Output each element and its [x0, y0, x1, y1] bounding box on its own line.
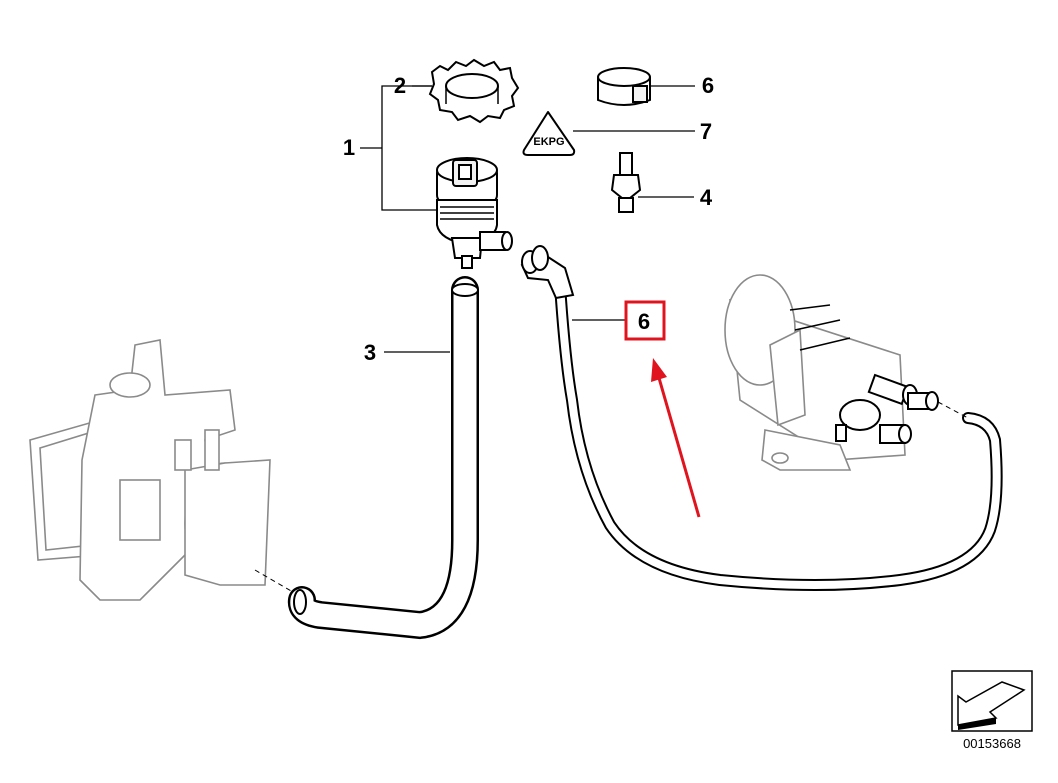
warning-label-part-7: EKPG	[522, 111, 576, 156]
callout-1: 1	[343, 135, 355, 160]
callout-7: 7	[700, 119, 712, 144]
throttle-body-illustration	[29, 339, 271, 601]
callout-2: 2	[394, 73, 406, 98]
gear-ring-part-2	[428, 58, 520, 124]
highlight-box	[624, 300, 666, 341]
valve-part-1	[436, 157, 513, 269]
callout-3: 3	[364, 340, 376, 365]
callout-4: 4	[700, 185, 713, 210]
image-number: 00153668	[963, 736, 1021, 751]
hose-part-3	[287, 276, 479, 640]
leader-lines	[360, 85, 695, 353]
canister-illustration	[724, 274, 939, 471]
callout-6-cap: 6	[702, 73, 714, 98]
cap-part-6	[597, 67, 651, 106]
callout-6-hose: 6	[638, 309, 650, 334]
triangle-mark-text: EKPG	[533, 136, 564, 148]
highlight-arrow	[651, 358, 701, 518]
hose-part-6	[520, 245, 1003, 591]
dashed-connector-right	[937, 401, 969, 419]
orientation-icon	[951, 670, 1033, 732]
clip-part-4	[610, 152, 642, 213]
